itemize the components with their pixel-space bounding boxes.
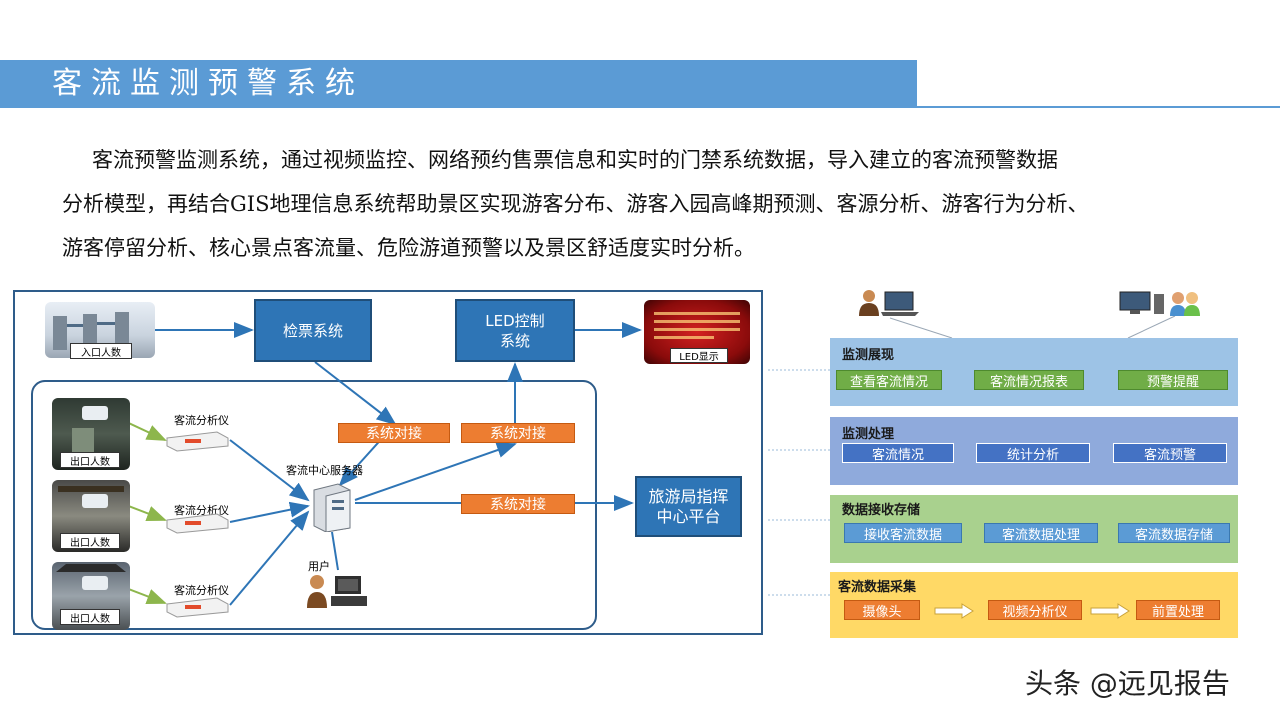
turnstile-icon — [53, 312, 129, 350]
desktop-users-icon — [1118, 288, 1206, 318]
btn-store-data: 客流数据存储 — [1118, 523, 1230, 543]
btn-preprocessing: 前置处理 — [1136, 600, 1220, 620]
intro-paragraph: 客流预警监测系统，通过视频监控、网络预约售票信息和实时的门禁系统数据，导入建立的… — [62, 138, 1222, 270]
led-display-caption: LED显示 — [670, 348, 728, 363]
btn-video-analyzer: 视频分析仪 — [988, 600, 1082, 620]
btn-flow-report: 客流情况报表 — [974, 370, 1084, 390]
analyzer-device-icon-3 — [165, 596, 230, 618]
intro-line-1: 客流预警监测系统，通过视频监控、网络预约售票信息和实时的门禁系统数据，导入建立的… — [92, 148, 1058, 172]
title-bar — [0, 60, 917, 108]
layer-title-data-collection: 客流数据采集 — [838, 580, 917, 595]
layer-monitoring-processing: 监测处理 客流情况 统计分析 客流预警 — [830, 417, 1238, 485]
ticket-system-box: 检票系统 — [254, 299, 372, 362]
exit-count-caption-1: 出口人数 — [60, 452, 120, 468]
exit-count-caption-3: 出口人数 — [60, 609, 120, 625]
server-icon — [310, 480, 352, 533]
arrow-right-icon-1 — [934, 603, 974, 619]
layer-data-collection: 客流数据采集 摄像头 视频分析仪 前置处理 — [830, 572, 1238, 638]
led-control-box: LED控制 系统 — [455, 299, 575, 362]
title-underline — [917, 106, 1280, 108]
analyzer-label-1: 客流分析仪 — [174, 414, 229, 427]
exit-monitoring-frame — [31, 380, 597, 630]
user-label: 用户 — [308, 560, 330, 573]
layer-data-storage: 数据接收存储 接收客流数据 客流数据处理 客流数据存储 — [830, 495, 1238, 563]
integration-box-1: 系统对接 — [338, 423, 450, 443]
btn-camera: 摄像头 — [844, 600, 920, 620]
analyzer-label-3: 客流分析仪 — [174, 584, 229, 597]
led-text-pattern — [654, 312, 740, 339]
btn-flow-status: 客流情况 — [842, 443, 954, 463]
btn-view-flow: 查看客流情况 — [836, 370, 942, 390]
btn-flow-alert: 客流预警 — [1113, 443, 1227, 463]
watermark: 头条 @远见报告 — [1025, 667, 1230, 700]
analyzer-device-icon-2 — [165, 512, 230, 534]
integration-box-3: 系统对接 — [461, 494, 575, 514]
intro-line-2: 分析模型，再结合GIS地理信息系统帮助景区实现游客分布、游客入园高峰期预测、客源… — [62, 192, 1089, 216]
layer-monitoring-display: 监测展现 查看客流情况 客流情况报表 预警提醒 — [830, 338, 1238, 406]
btn-alert-reminder: 预警提醒 — [1118, 370, 1228, 390]
tourism-platform-box: 旅游局指挥 中心平台 — [635, 476, 742, 537]
entrance-count-caption: 入口人数 — [70, 343, 132, 359]
exit-count-caption-2: 出口人数 — [60, 533, 120, 549]
user-terminal-icon — [305, 570, 369, 610]
analyzer-device-icon-1 — [165, 430, 230, 452]
btn-process-data: 客流数据处理 — [984, 523, 1098, 543]
arrow-right-icon-2 — [1090, 603, 1130, 619]
server-label: 客流中心服务器 — [286, 464, 363, 477]
laptop-user-icon — [857, 288, 927, 318]
layer-title-monitoring-display: 监测展现 — [842, 348, 895, 363]
btn-statistics: 统计分析 — [976, 443, 1090, 463]
page-title: 客流监测预警系统 — [52, 66, 364, 101]
intro-line-3: 游客停留分析、核心景点客流量、危险游道预警以及景区舒适度实时分析。 — [62, 236, 755, 260]
layer-title-data-storage: 数据接收存储 — [842, 503, 921, 518]
integration-box-2: 系统对接 — [461, 423, 575, 443]
btn-receive-data: 接收客流数据 — [844, 523, 962, 543]
layer-title-monitoring-processing: 监测处理 — [842, 427, 895, 442]
